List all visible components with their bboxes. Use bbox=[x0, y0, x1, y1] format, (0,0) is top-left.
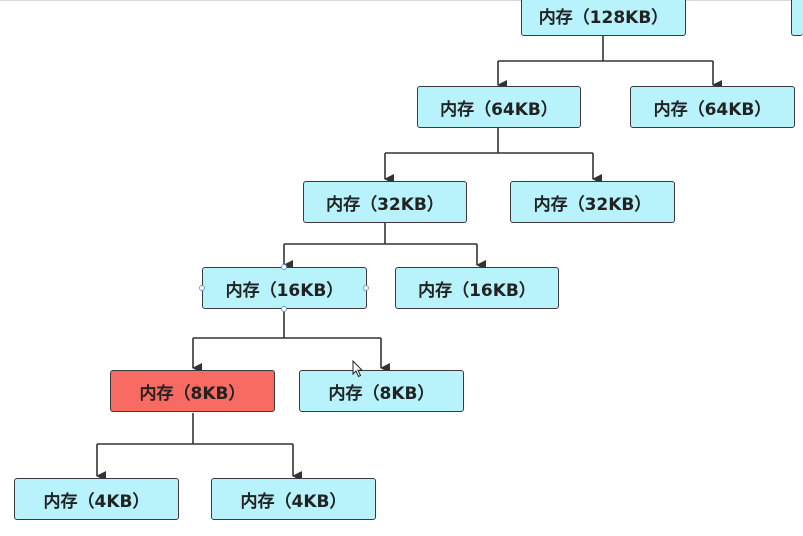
node-32kb-right[interactable]: 内存（32KB） bbox=[510, 181, 675, 223]
selection-handle-right[interactable] bbox=[363, 285, 369, 291]
selection-handle-left[interactable] bbox=[199, 285, 205, 291]
node-offscreen-partial[interactable] bbox=[791, 0, 803, 36]
node-4kb-right[interactable]: 内存（4KB） bbox=[211, 478, 376, 520]
node-4kb-left[interactable]: 内存（4KB） bbox=[14, 478, 179, 520]
node-32kb-left[interactable]: 内存（32KB） bbox=[303, 181, 467, 223]
selection-handle-top[interactable] bbox=[281, 264, 287, 270]
node-64kb-left[interactable]: 内存（64KB） bbox=[417, 86, 581, 128]
node-64kb-right[interactable]: 内存（64KB） bbox=[630, 86, 795, 128]
mouse-cursor-icon bbox=[352, 360, 364, 378]
top-divider bbox=[0, 0, 803, 1]
node-8kb-left-highlighted[interactable]: 内存（8KB） bbox=[110, 370, 275, 412]
node-16kb-left-selected[interactable]: 内存（16KB） bbox=[202, 267, 367, 309]
node-16kb-right[interactable]: 内存（16KB） bbox=[395, 267, 559, 309]
node-128kb-root[interactable]: 内存（128KB） bbox=[521, 0, 686, 36]
selection-handle-bottom[interactable] bbox=[281, 306, 287, 312]
node-8kb-right[interactable]: 内存（8KB） bbox=[299, 370, 464, 412]
